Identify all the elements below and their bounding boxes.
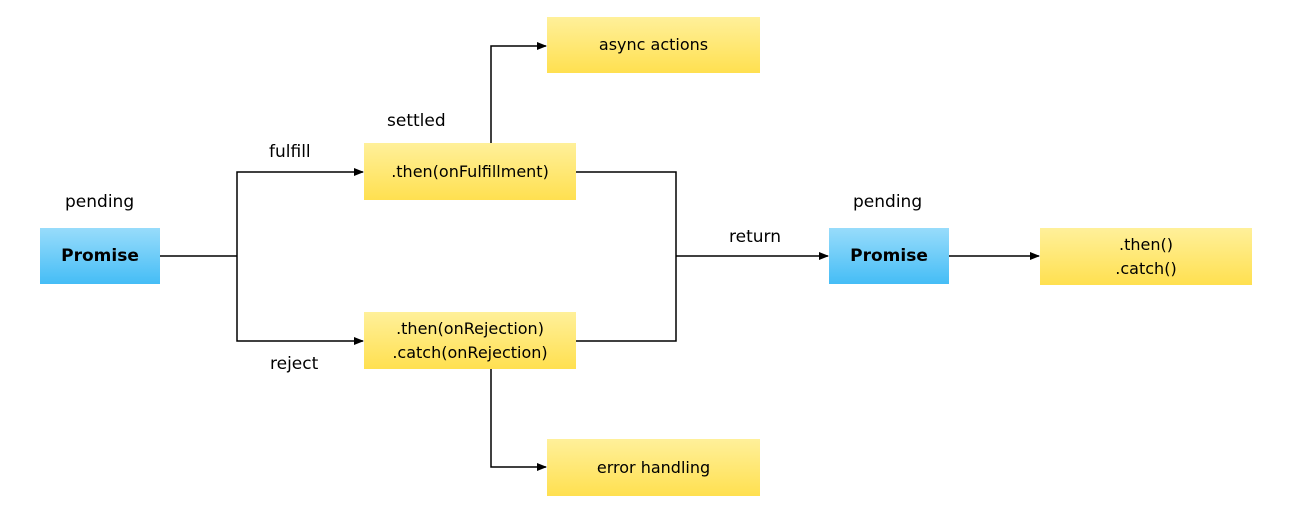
- chain-methods-then: .then(): [1119, 234, 1173, 254]
- rejection-label-catch: .catch(onRejection): [392, 342, 548, 362]
- edge-fulfillment-to-merge: [576, 171, 677, 256]
- edge-reject: [236, 256, 364, 345]
- chain-methods-catch: .catch(): [1115, 258, 1177, 278]
- edge-label-reject: reject: [270, 354, 319, 374]
- promise-initial-label: Promise: [61, 246, 139, 266]
- then-fulfillment-label: .then(onFulfillment): [391, 161, 549, 181]
- promise-returned-node: Promise: [829, 228, 949, 284]
- edge-to-error-handling: [490, 369, 547, 471]
- rejection-node: .then(onRejection) .catch(onRejection): [364, 312, 576, 369]
- error-handling-label: error handling: [596, 457, 711, 477]
- rejection-label-then: .then(onRejection): [396, 318, 544, 338]
- promise-returned-label: Promise: [850, 246, 928, 266]
- then-fulfillment-node: .then(onFulfillment): [364, 143, 576, 200]
- state-label-returned: pending: [853, 192, 923, 212]
- edge-fulfill: [236, 168, 364, 256]
- async-actions-node: async actions: [547, 17, 760, 73]
- promise-initial-node: Promise: [40, 228, 160, 284]
- error-handling-node: error handling: [547, 439, 760, 496]
- edge-to-async-actions: [490, 42, 547, 143]
- state-label-initial: pending: [65, 192, 135, 212]
- edge-rejection-to-merge: [576, 256, 677, 342]
- edge-label-return: return: [729, 227, 781, 247]
- edge-label-fulfill: fulfill: [269, 142, 311, 162]
- async-actions-label: async actions: [598, 35, 709, 54]
- edge-label-settled: settled: [387, 111, 446, 131]
- chain-methods-node: .then() .catch(): [1040, 228, 1252, 285]
